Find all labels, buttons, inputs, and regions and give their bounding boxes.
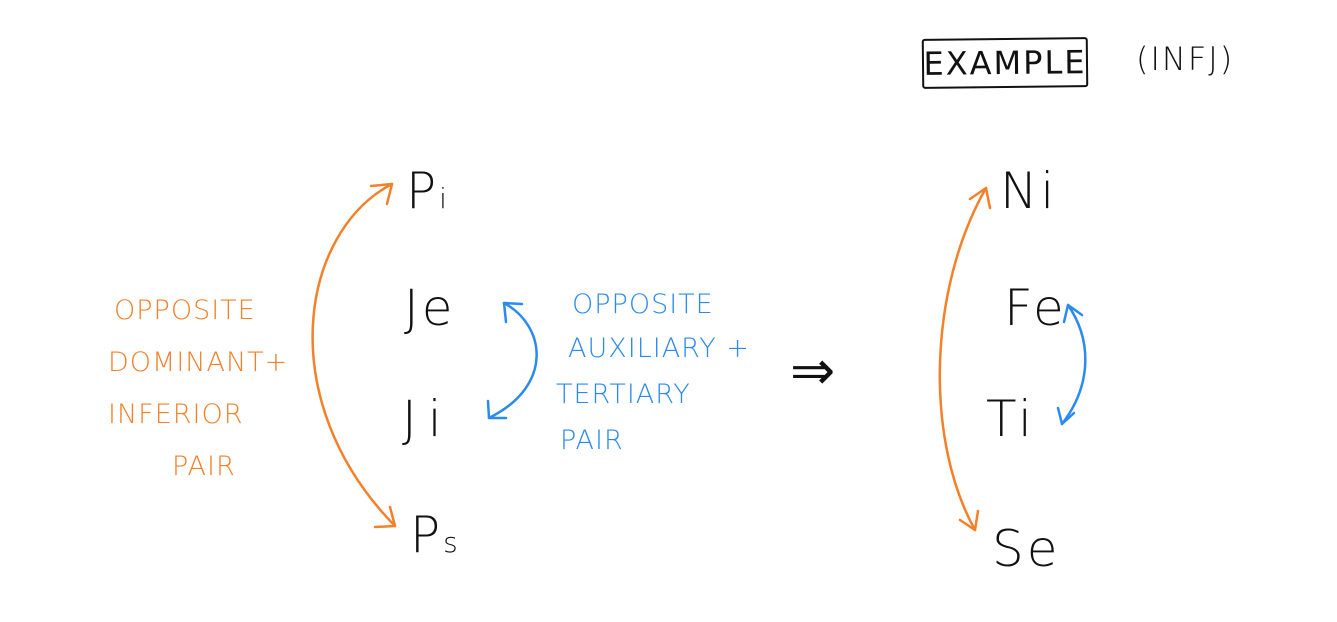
note-auxiliary-tertiary-line-4: PAIR [560,425,624,456]
generic-tertiary-letter: J [402,390,420,448]
dominant-inferior-arrow-left [311,182,397,528]
auxiliary-tertiary-arrowhead-top-left [502,301,524,324]
generic-tertiary-attitude: i [427,390,445,448]
auxiliary-tertiary-arrowhead-top-right [1062,303,1084,324]
example-auxiliary: Fe [1004,279,1067,337]
example-box: EXAMPLE [921,37,1089,89]
dominant-inferior-arrowhead-top-left [369,182,394,206]
auxiliary-tertiary-arrow-left [487,301,538,420]
note-dominant-inferior-line-3: INFERIOR [108,399,244,430]
generic-inferior: Ps [410,510,458,560]
generic-dominant-attitude: i [439,182,447,215]
example-inferior: Se [992,520,1061,578]
note-dominant-inferior-line-1: OPPOSITE [114,295,256,326]
generic-auxiliary: Je [404,283,456,333]
example-label: EXAMPLE [923,43,1087,83]
dominant-inferior-arrow-right [938,186,988,532]
auxiliary-tertiary-arrow-right [1060,303,1087,426]
generic-auxiliary-letter: J [404,279,422,337]
note-dominant-inferior-line-2: DOMINANT+ [108,347,289,378]
type-label: (INFJ) [1136,40,1235,78]
generic-dominant: Pi [406,166,447,216]
dominant-inferior-arrowhead-top-right [968,186,992,210]
auxiliary-tertiary-arrowhead-bottom-left [486,399,508,420]
note-dominant-inferior-line-4: PAIR [172,451,236,482]
implies-arrow-icon: ⇒ [790,339,836,402]
note-auxiliary-tertiary-line-1: OPPOSITE [572,289,714,320]
generic-auxiliary-attitude: e [421,279,456,337]
note-auxiliary-tertiary-line-3: TERTIARY [556,379,691,410]
dominant-inferior-arrowhead-bottom-right [958,509,980,532]
example-tertiary: Ti [986,390,1035,448]
generic-inferior-attitude: s [443,526,458,559]
auxiliary-tertiary-arrowhead-bottom-right [1056,406,1076,426]
generic-dominant-letter: P [406,162,440,220]
example-dominant: Ni [1000,162,1058,220]
note-auxiliary-tertiary-line-2: AUXILIARY + [568,333,750,364]
dominant-inferior-arrowhead-bottom-left [373,505,397,529]
generic-inferior-letter: P [410,506,444,564]
